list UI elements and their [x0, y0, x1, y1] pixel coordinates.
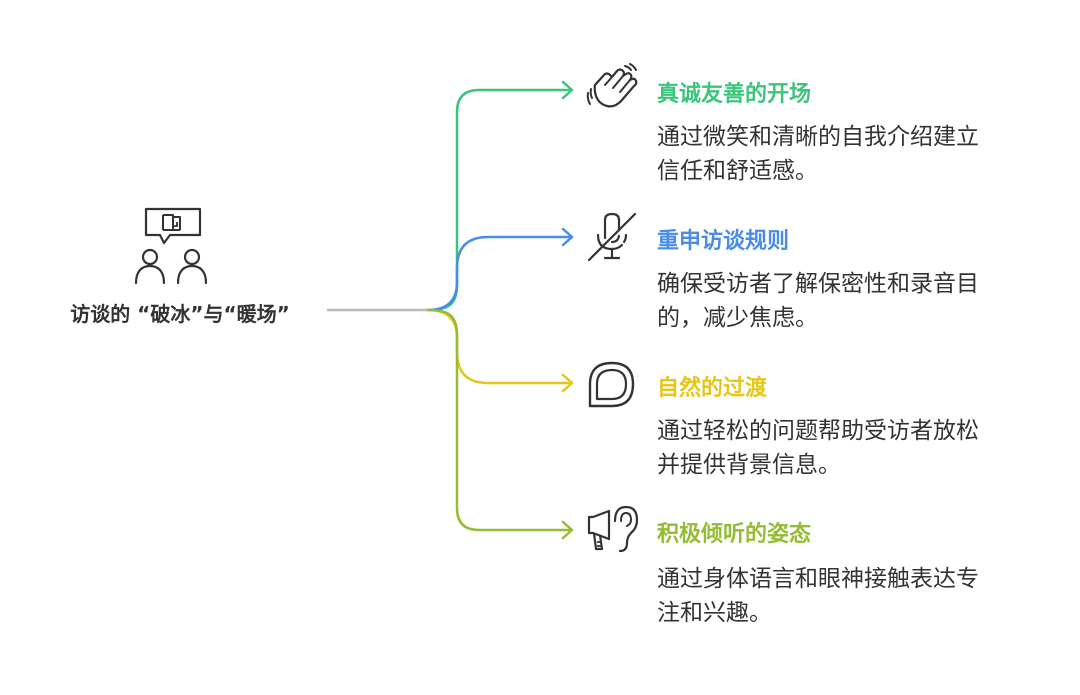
branch-desc-2-line1: 确保受访者了解保密性和录音目 [657, 271, 979, 297]
branch-desc-3: 通过轻松的问题帮助受访者放松 并提供背景信息。 [657, 414, 1057, 482]
branch-desc-4-line2: 注和兴趣。 [657, 600, 772, 626]
branch-desc-2-line2: 的，减少焦虑。 [657, 305, 818, 331]
branch-arrowhead-2 [561, 227, 574, 247]
branch-title-3: 自然的过渡 [657, 376, 768, 401]
root-title: 访谈的 “破冰”与“暖场” [70, 302, 290, 326]
muted-microphone-icon [587, 212, 637, 262]
branch-desc-4: 通过身体语言和眼神接触表达专 注和兴趣。 [657, 562, 1057, 630]
branch-arrowhead-1 [561, 80, 574, 100]
branch-arrowhead-4 [561, 520, 574, 540]
branch-title-1: 真诚友善的开场 [657, 82, 812, 107]
speech-bubble-icon [588, 361, 635, 408]
waving-hand-icon [586, 63, 638, 108]
branch-connector-2 [426, 235, 574, 312]
branch-arrowhead-3 [561, 373, 574, 393]
branch-desc-4-line1: 通过身体语言和眼神接触表达专 [657, 566, 979, 592]
branch-desc-1-line2: 信任和舒适感。 [657, 158, 818, 184]
branch-desc-3-line2: 并提供背景信息。 [657, 452, 841, 478]
branch-desc-1-line1: 通过微笑和清晰的自我介绍建立 [657, 124, 979, 150]
branch-title-2: 重申访谈规则 [657, 229, 790, 254]
listening-ear-icon [587, 505, 639, 553]
branch-desc-3-line1: 通过轻松的问题帮助受访者放松 [657, 418, 979, 444]
branch-title-4: 积极倾听的姿态 [657, 522, 812, 547]
branch-connector-4 [426, 308, 574, 532]
interview-people-icon [134, 207, 208, 285]
branch-desc-1: 通过微笑和清晰的自我介绍建立 信任和舒适感。 [657, 120, 1057, 188]
branch-connector-3 [426, 308, 574, 385]
branch-desc-2: 确保受访者了解保密性和录音目 的，减少焦虑。 [657, 267, 1057, 335]
branch-connector-1 [426, 88, 574, 312]
